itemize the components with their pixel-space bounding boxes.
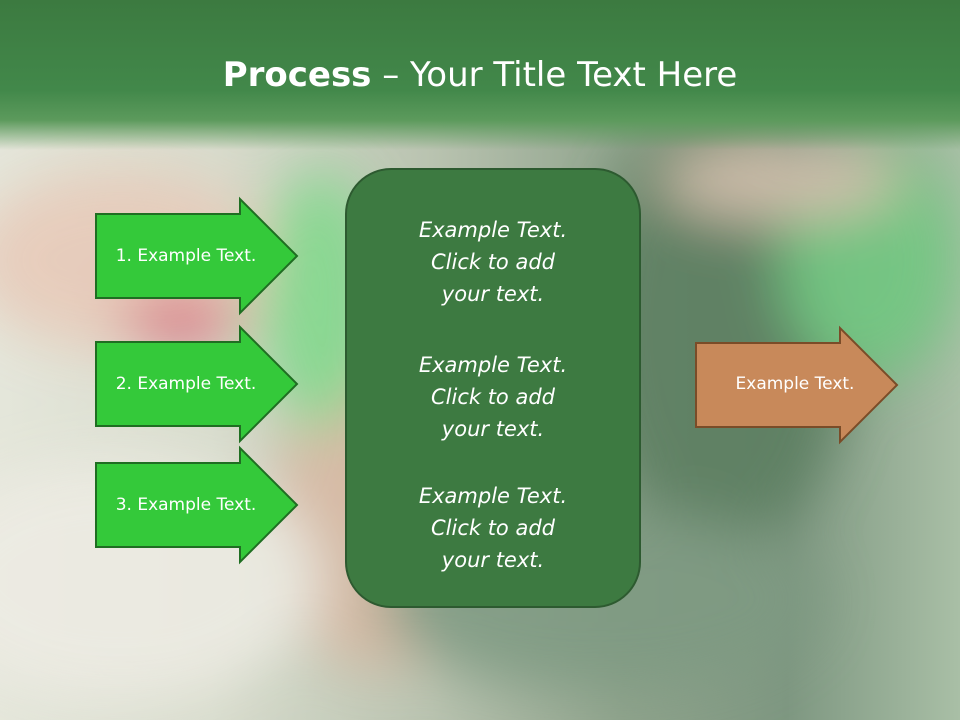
right-arrow[interactable] [695, 325, 899, 445]
left-arrow-1[interactable] [95, 196, 299, 316]
center-paragraph-3: Example Text. Click to add your text. [347, 480, 639, 576]
left-arrow-2[interactable] [95, 324, 299, 444]
paragraph-2-line-3: your text. [441, 417, 545, 441]
slide-title[interactable]: Process – Your Title Text Here [0, 52, 960, 98]
left-arrow-3-label: 3. Example Text. [115, 495, 257, 515]
center-text-box[interactable]: Example Text. Click to add your text. Ex… [345, 168, 641, 608]
title-rest-part: – Your Title Text Here [371, 55, 738, 95]
paragraph-3-line-3: your text. [441, 548, 545, 572]
left-arrow-1-label: 1. Example Text. [115, 246, 257, 266]
title-bold-part: Process [222, 55, 372, 95]
right-arrow-label: Example Text. [735, 374, 855, 394]
paragraph-2-line-1: Example Text. [418, 353, 568, 377]
paragraph-1-line-1: Example Text. [418, 218, 568, 242]
title-band [0, 0, 960, 150]
paragraph-1-line-3: your text. [441, 282, 545, 306]
paragraph-1-line-2: Click to add [430, 250, 555, 274]
center-paragraph-1: Example Text. Click to add your text. [347, 214, 639, 310]
paragraph-2-line-2: Click to add [430, 385, 555, 409]
center-paragraph-2: Example Text. Click to add your text. [347, 349, 639, 445]
left-arrow-2-label: 2. Example Text. [115, 374, 257, 394]
left-arrow-3[interactable] [95, 445, 299, 565]
paragraph-3-line-2: Click to add [430, 516, 555, 540]
paragraph-3-line-1: Example Text. [418, 484, 568, 508]
